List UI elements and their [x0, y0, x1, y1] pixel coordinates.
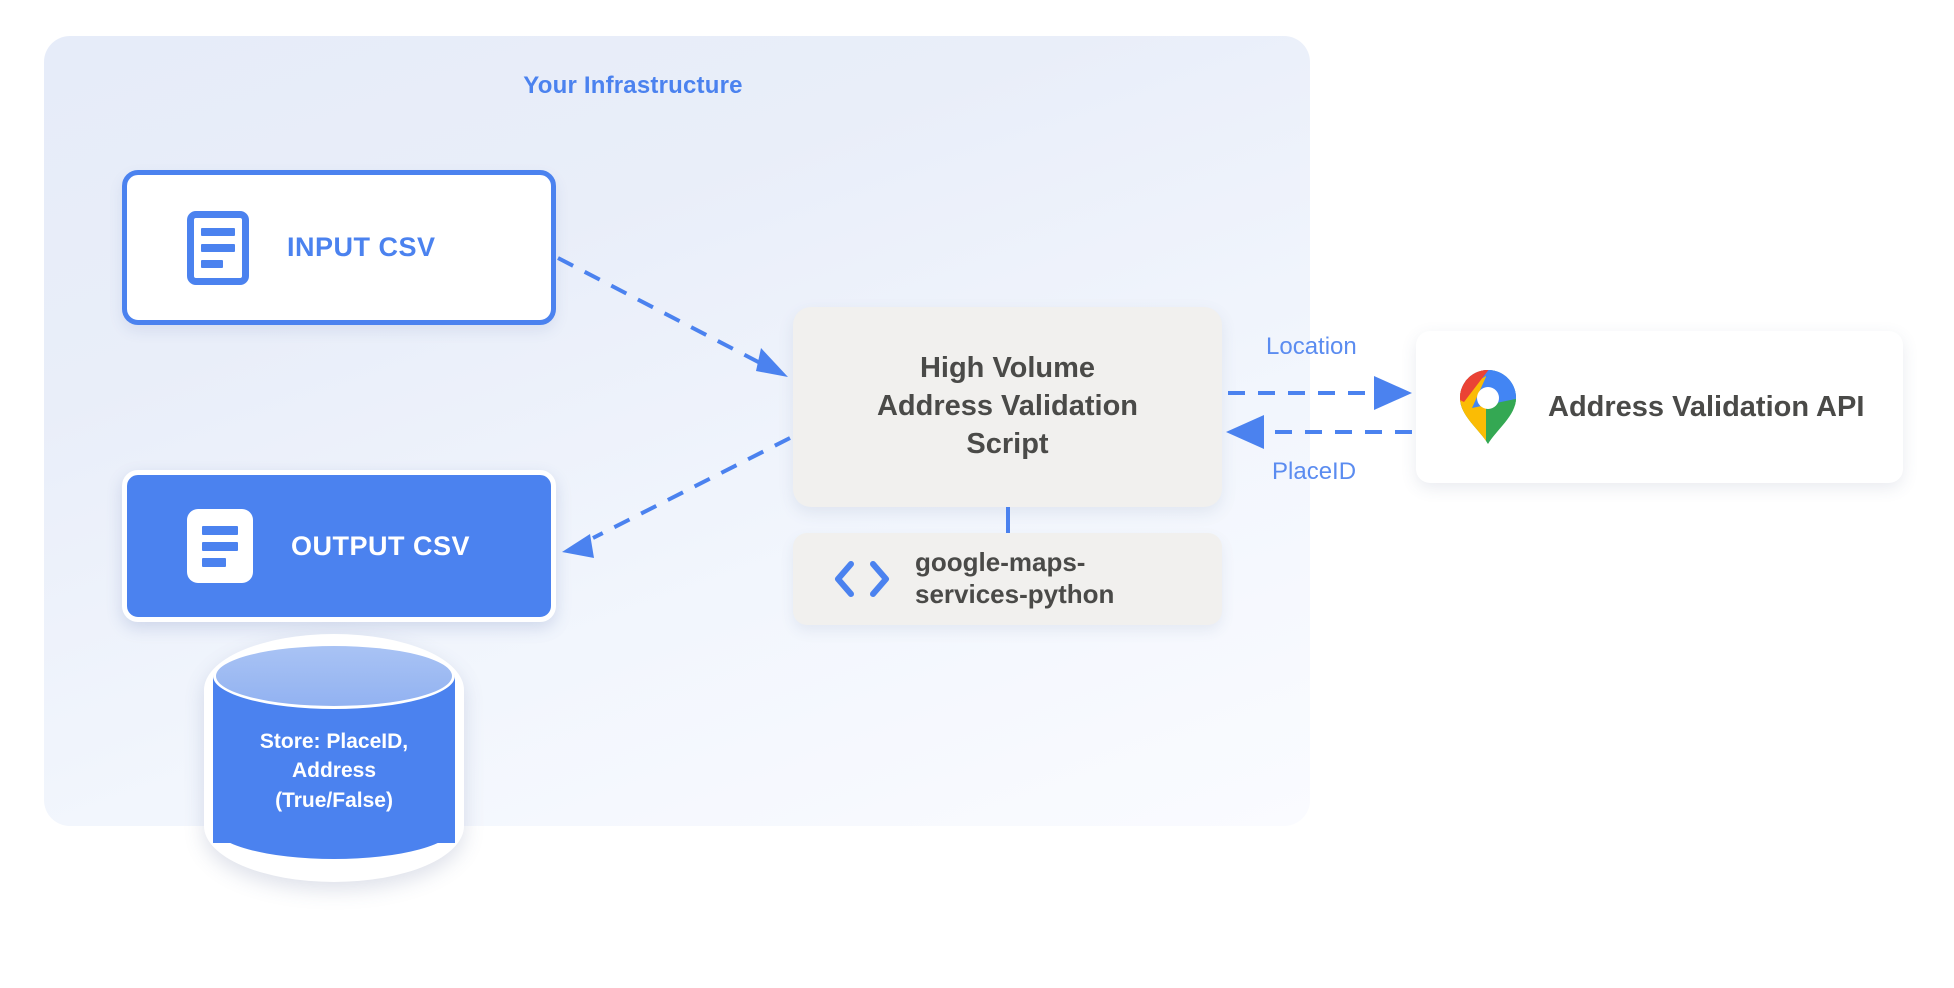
library-line-1: google-maps- — [915, 547, 1086, 578]
output-csv-label: OUTPUT CSV — [291, 530, 471, 561]
node-client-library[interactable]: google-maps- services-python — [793, 533, 1222, 625]
script-library-connector — [1006, 507, 1010, 534]
api-label: Address Validation API — [1548, 390, 1865, 423]
google-maps-pin-icon — [1456, 368, 1520, 446]
document-icon — [187, 210, 249, 285]
node-database-store[interactable]: Store: PlaceID, Address (True/False) — [204, 634, 464, 882]
database-line-3: (True/False) — [275, 788, 393, 812]
edge-label-placeid: PlaceID — [1272, 458, 1357, 485]
library-line-2: services-python — [915, 579, 1115, 609]
node-address-validation-api[interactable]: Address Validation API — [1416, 331, 1903, 483]
node-output-csv[interactable]: OUTPUT CSV — [122, 470, 556, 622]
database-line-2: Address — [291, 759, 377, 783]
database-label: Store: PlaceID, Address (True/False) — [213, 727, 455, 815]
script-line-3: Script — [966, 427, 1049, 460]
document-icon — [187, 509, 253, 583]
edge-label-location: Location — [1266, 333, 1357, 360]
script-title: High Volume Address Validation Script — [877, 350, 1138, 463]
library-label: google-maps- services-python — [915, 547, 1114, 610]
database-top-ellipse — [213, 643, 455, 709]
script-line-1: High Volume — [919, 352, 1096, 385]
code-brackets-icon — [831, 556, 893, 602]
database-line-1: Store: PlaceID, — [259, 730, 409, 753]
panel-title: Your Infrastructure — [523, 72, 743, 99]
input-csv-label: INPUT CSV — [287, 232, 436, 262]
node-input-csv[interactable]: INPUT CSV — [122, 170, 556, 325]
script-line-2: Address Validation — [876, 390, 1139, 423]
node-validation-script[interactable]: High Volume Address Validation Script — [793, 307, 1222, 507]
